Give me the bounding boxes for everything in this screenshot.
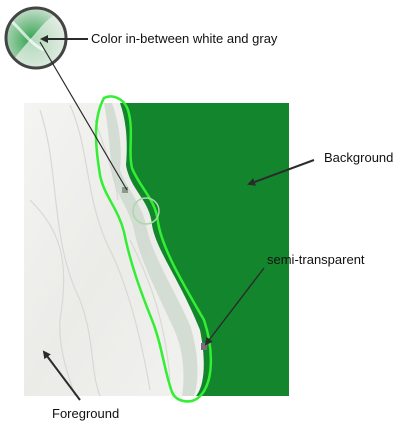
label-background: Background (324, 150, 393, 166)
label-foreground: Foreground (52, 406, 119, 422)
label-color-in-between: Color in-between white and gray (91, 31, 277, 47)
in-between-sample-marker (122, 187, 128, 193)
label-semi-transparent: semi-transparent (267, 252, 365, 268)
